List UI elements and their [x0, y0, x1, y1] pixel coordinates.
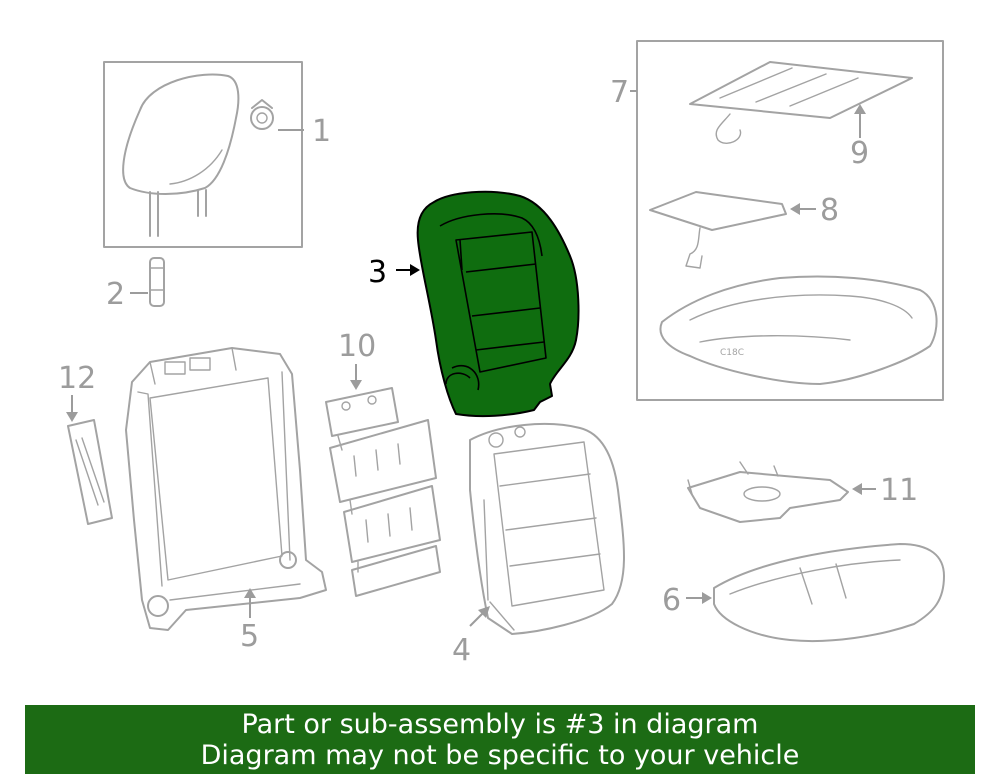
- part-10-lumbar[interactable]: [325, 387, 441, 597]
- callout-6: 6: [662, 583, 681, 618]
- part-4-back-pad[interactable]: [469, 423, 625, 635]
- part-6-cushion-cover[interactable]: [713, 543, 945, 643]
- part-3-back-cover[interactable]: [416, 190, 580, 418]
- callout-11: 11: [880, 473, 918, 508]
- banner-line-1: Part or sub-assembly is #3 in diagram: [241, 709, 759, 740]
- callout-9: 9: [850, 136, 869, 171]
- callout-8: 8: [820, 193, 839, 228]
- callout-12: 12: [58, 361, 96, 396]
- info-banner: Part or sub-assembly is #3 in diagram Di…: [25, 705, 975, 774]
- callout-3: 3: [368, 255, 387, 290]
- callout-5: 5: [240, 619, 259, 654]
- callout-2: 2: [106, 277, 125, 312]
- svg-text:C18C: C18C: [720, 348, 744, 358]
- part-2-guide[interactable]: [149, 257, 165, 307]
- part-12-trim[interactable]: [67, 419, 113, 525]
- part-7-cushion-kit[interactable]: C18C: [636, 40, 944, 401]
- callout-1: 1: [312, 114, 331, 149]
- part-11-bracket[interactable]: [687, 461, 849, 523]
- callout-7: 7: [610, 75, 629, 110]
- callout-4: 4: [452, 633, 471, 668]
- banner-line-2: Diagram may not be specific to your vehi…: [200, 740, 800, 771]
- callout-10: 10: [338, 329, 376, 364]
- part-5-frame[interactable]: [125, 347, 327, 631]
- part-1-headrest[interactable]: [103, 61, 303, 248]
